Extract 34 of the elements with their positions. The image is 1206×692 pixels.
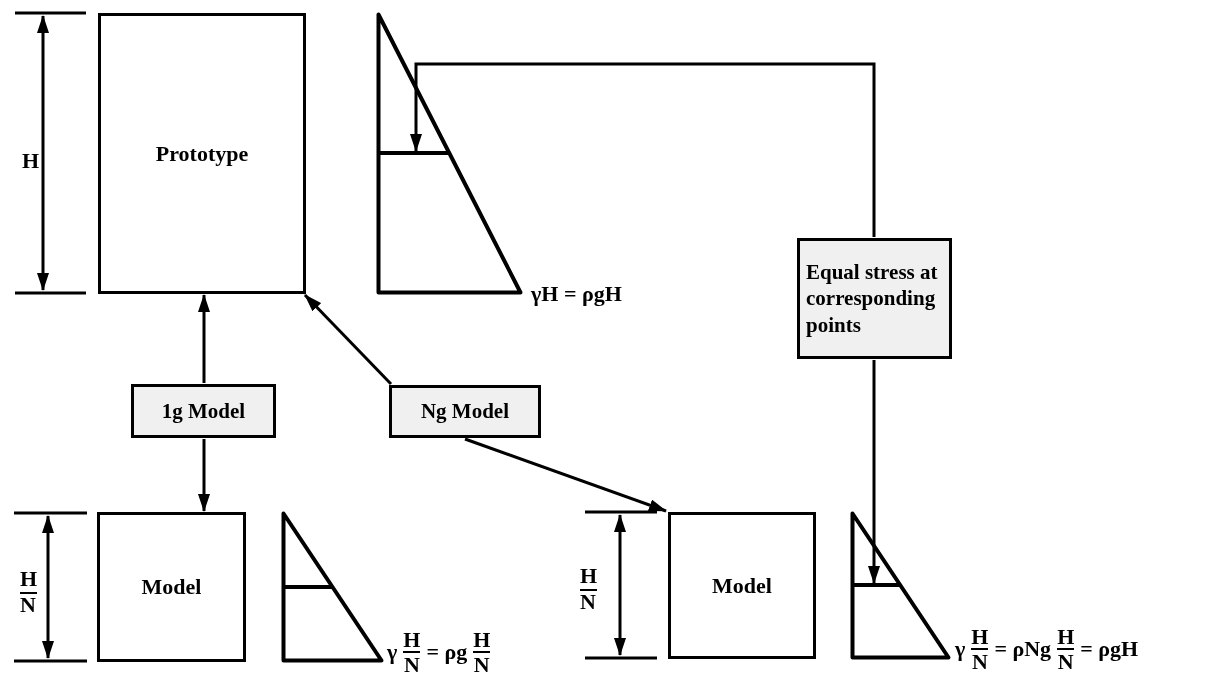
fraction-numerator: H	[403, 628, 421, 654]
fraction-numerator: H	[20, 568, 38, 594]
stress-triangle	[377, 13, 522, 294]
note-box: Equal stress at corresponding points	[797, 238, 952, 359]
model-box: Model	[668, 512, 816, 659]
stress-equation: = ρg	[426, 641, 468, 664]
arrow	[868, 360, 880, 584]
fraction-numerator: H	[1057, 625, 1075, 651]
fraction-denominator: N	[20, 594, 36, 616]
fraction-denominator: N	[473, 653, 490, 677]
stress-equation: = ρgH	[1080, 638, 1139, 661]
stress-equation: γH = ρgH	[531, 283, 622, 305]
arrow	[464, 437, 667, 513]
model-box: Model	[97, 512, 246, 662]
stress-triangle	[851, 512, 950, 659]
arrow	[410, 62, 876, 237]
stress-triangle	[282, 512, 383, 662]
fraction-denominator: N	[580, 591, 596, 613]
arrow	[303, 293, 393, 386]
fraction-numerator: H	[971, 625, 989, 651]
fraction-denominator: N	[971, 650, 988, 674]
stress-equation: = ρNg	[994, 638, 1052, 661]
model-type-box: 1g Model	[131, 384, 276, 438]
fraction-numerator: H	[473, 628, 491, 654]
arrow	[198, 439, 210, 512]
arrow	[198, 294, 210, 383]
prototype-box: Prototype	[98, 13, 306, 294]
stress-equation: γ	[387, 641, 398, 664]
fraction-denominator: N	[403, 653, 420, 677]
model-type-box: Ng Model	[389, 385, 541, 438]
fraction-denominator: N	[1057, 650, 1074, 674]
stress-equation: γ	[955, 638, 966, 661]
fraction-numerator: H	[580, 565, 598, 591]
dimension-label: H	[22, 150, 40, 172]
